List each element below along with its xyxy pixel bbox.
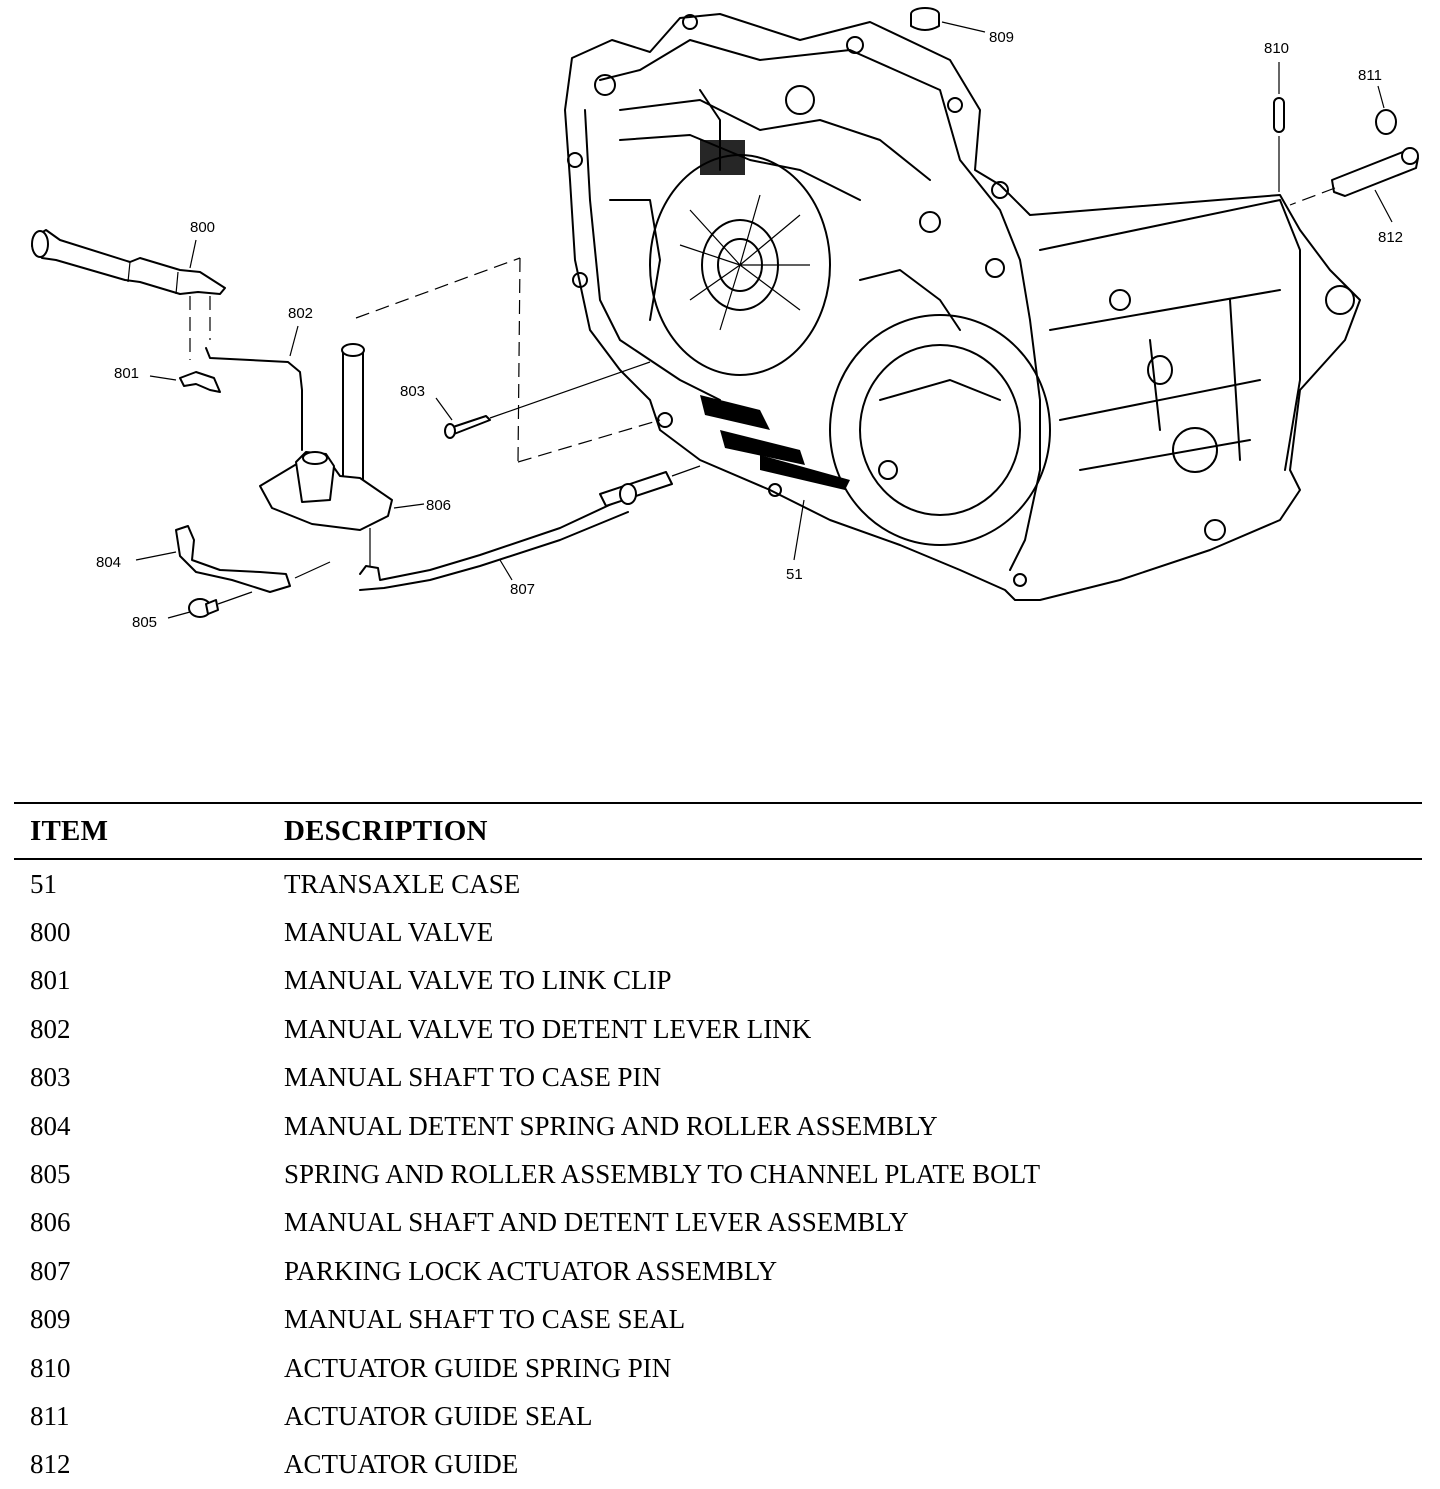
- table-header: ITEM DESCRIPTION: [14, 804, 1422, 858]
- row-item-number: 805: [30, 1159, 71, 1190]
- row-description: PARKING LOCK ACTUATOR ASSEMBLY: [284, 1255, 778, 1286]
- table-row: 804 MANUAL DETENT SPRING AND ROLLER ASSEM…: [14, 1102, 1422, 1150]
- diagram-canvas: 809 810 811 812 800 802 801 803 806 804 …: [31, 7, 1419, 631]
- row-description: MANUAL VALVE TO LINK CLIP: [284, 965, 672, 996]
- row-item-number: 811: [30, 1400, 70, 1431]
- row-description: ACTUATOR GUIDE SPRING PIN: [284, 1352, 672, 1383]
- row-item-number: 801: [30, 965, 71, 996]
- table-row: 805 SPRING AND ROLLER ASSEMBLY TO CHANNEL…: [14, 1150, 1422, 1198]
- part-811-seal: [1375, 85, 1397, 135]
- table-header-rule: [14, 858, 1422, 860]
- table-row: 811 ACTUATOR GUIDE SEAL: [14, 1392, 1422, 1440]
- header-description: DESCRIPTION: [284, 814, 488, 847]
- table-row: 806 MANUAL SHAFT AND DETENT LEVER ASSEMBL…: [14, 1199, 1422, 1247]
- table-row: 812 ACTUATOR GUIDE: [14, 1441, 1422, 1489]
- part-801-clip: [149, 371, 221, 393]
- callout-810: 810: [1264, 40, 1289, 57]
- part-812-actuator-guide: [1289, 147, 1419, 223]
- row-item-number: 810: [30, 1352, 71, 1383]
- part-802-link: [205, 325, 303, 451]
- part-810-spring-pin: [1273, 62, 1285, 192]
- row-item-number: 807: [30, 1255, 71, 1286]
- row-item-number: 812: [30, 1449, 71, 1480]
- row-item-number: 800: [30, 917, 71, 948]
- transaxle-case-drawing: [564, 13, 1361, 601]
- callout-802: 802: [288, 305, 313, 322]
- callout-803: 803: [400, 383, 425, 400]
- row-description: MANUAL VALVE TO DETENT LEVER LINK: [284, 1013, 812, 1044]
- callout-812: 812: [1378, 229, 1403, 246]
- callout-804: 804: [96, 554, 121, 571]
- part-804-spring-roller: [135, 525, 331, 593]
- callout-807: 807: [510, 581, 535, 598]
- callout-809: 809: [989, 29, 1014, 46]
- row-item-number: 806: [30, 1207, 71, 1238]
- part-805-bolt: [167, 591, 253, 619]
- row-description: MANUAL DETENT SPRING AND ROLLER ASSEMBLY: [284, 1110, 938, 1141]
- callout-51: 51: [786, 566, 803, 583]
- table-row: 810 ACTUATOR GUIDE SPRING PIN: [14, 1344, 1422, 1392]
- row-description: TRANSAXLE CASE: [284, 868, 521, 899]
- part-806-shaft-detent-lever: [259, 257, 661, 566]
- callout-811: 811: [1358, 67, 1382, 84]
- row-item-number: 802: [30, 1013, 71, 1044]
- table-row: 802 MANUAL VALVE TO DETENT LEVER LINK: [14, 1005, 1422, 1053]
- table-top-rule: [14, 802, 1422, 804]
- row-item-number: 809: [30, 1304, 71, 1335]
- part-809-seal: [910, 7, 986, 33]
- part-803-pin: [435, 361, 651, 439]
- row-item-number: 803: [30, 1062, 71, 1093]
- row-item-number: 804: [30, 1110, 71, 1141]
- row-description: MANUAL SHAFT TO CASE PIN: [284, 1062, 662, 1093]
- callout-801: 801: [114, 365, 139, 382]
- table-row: 51 TRANSAXLE CASE: [14, 860, 1422, 908]
- row-description: ACTUATOR GUIDE SEAL: [284, 1400, 593, 1431]
- leader-51: [793, 499, 805, 561]
- header-item: ITEM: [30, 814, 109, 847]
- row-description: MANUAL SHAFT AND DETENT LEVER ASSEMBLY: [284, 1207, 909, 1238]
- row-description: ACTUATOR GUIDE: [284, 1449, 519, 1480]
- callout-805: 805: [132, 614, 157, 631]
- row-item-number: 51: [30, 868, 57, 899]
- part-807-parking-actuator: [359, 465, 701, 591]
- table-row: 803 MANUAL SHAFT TO CASE PIN: [14, 1054, 1422, 1102]
- table-row: 807 PARKING LOCK ACTUATOR ASSEMBLY: [14, 1247, 1422, 1295]
- callout-806: 806: [426, 497, 451, 514]
- part-800-manual-valve: [31, 229, 226, 360]
- row-description: SPRING AND ROLLER ASSEMBLY TO CHANNEL PL…: [284, 1159, 1041, 1190]
- exploded-parts-diagram: 809 810 811 812 800 802 801 803 806 804 …: [0, 0, 1440, 720]
- table-row: 801 MANUAL VALVE TO LINK CLIP: [14, 957, 1422, 1005]
- row-description: MANUAL VALVE: [284, 917, 494, 948]
- callout-800: 800: [190, 219, 215, 236]
- row-description: MANUAL SHAFT TO CASE SEAL: [284, 1304, 686, 1335]
- table-row: 809 MANUAL SHAFT TO CASE SEAL: [14, 1296, 1422, 1344]
- table-row: 800 MANUAL VALVE: [14, 908, 1422, 956]
